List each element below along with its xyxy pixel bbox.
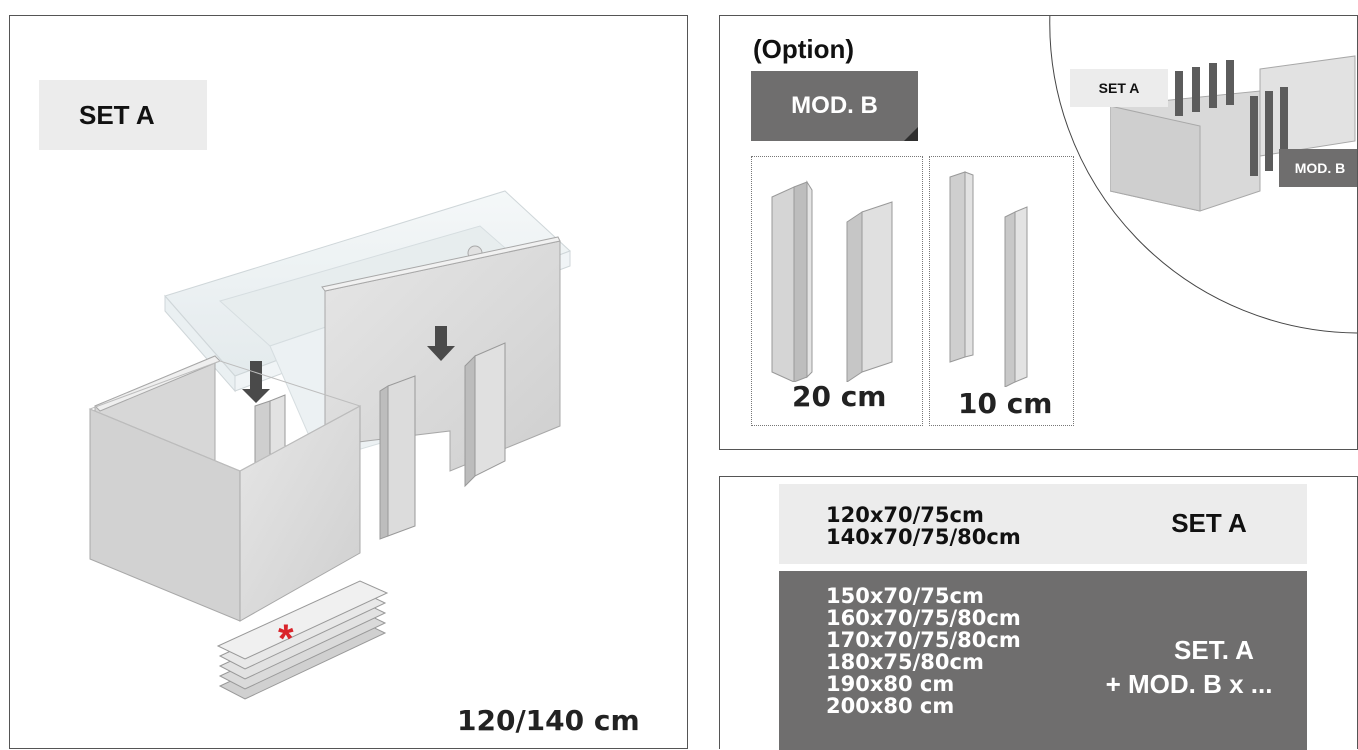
size-list: 120x70/75cm 140x70/75/80cm <box>826 504 1021 548</box>
module-10cm-card: 10 cm <box>929 156 1074 426</box>
front-left-panel <box>88 360 362 622</box>
size-row-set-a-mod-b: 150x70/75cm 160x70/75/80cm 170x70/75/80c… <box>779 571 1307 750</box>
module-20cm-card: 20 cm <box>751 156 923 426</box>
size-item: 170x70/75/80cm <box>826 628 1021 652</box>
module-10cm-size: 10 cm <box>958 387 1053 420</box>
size-item: 190x80 cm <box>826 672 955 696</box>
inset-mod-b-label: MOD. B <box>1294 160 1346 176</box>
mod-b-label-box: MOD. B <box>751 71 918 141</box>
size-item: 200x80 cm <box>826 694 955 718</box>
set-a-label-box: SET A <box>39 80 207 150</box>
module-10cm-illustration <box>949 171 1028 387</box>
set-assignment: SET. A + MOD. B x ... <box>1079 633 1299 701</box>
floor-boards-stack <box>216 580 389 700</box>
set-assignment-line: SET. A <box>1174 635 1254 665</box>
set-assignment: SET A <box>1119 508 1299 539</box>
option-panel: (Option) MOD. B 20 cm 10 cm <box>719 15 1358 450</box>
bathtub-assembly-illustration <box>88 190 571 700</box>
set-a-label: SET A <box>79 99 155 130</box>
red-asterisk-marker: * <box>278 617 294 661</box>
inset-assembly-illustration <box>1110 55 1356 212</box>
option-label: (Option) <box>753 34 855 64</box>
size-list: 150x70/75cm 160x70/75/80cm 170x70/75/80c… <box>826 585 1021 717</box>
size-table-panel: 120x70/75cm 140x70/75/80cm SET A 150x70/… <box>719 476 1358 750</box>
size-item: 160x70/75/80cm <box>826 606 1021 630</box>
size-item: 180x75/80cm <box>826 650 984 674</box>
corner-triangle-icon <box>904 127 918 141</box>
size-item: 140x70/75/80cm <box>826 525 1021 549</box>
size-item: 150x70/75cm <box>826 584 984 608</box>
size-item: 120x70/75cm <box>826 503 984 527</box>
down-arrow-icon <box>427 326 455 361</box>
inset-set-a-label: SET A <box>1098 80 1140 96</box>
module-strip-right <box>464 342 506 488</box>
size-row-set-a: 120x70/75cm 140x70/75/80cm SET A <box>779 484 1307 564</box>
inset-set-a-label-box: SET A <box>1070 69 1168 107</box>
module-strip-center <box>379 375 416 540</box>
down-arrow-icon <box>242 361 270 403</box>
inset-circle-outline <box>1049 16 1357 334</box>
module-20cm-illustration <box>771 180 893 382</box>
mod-b-label: MOD. B <box>791 92 878 119</box>
inset-mod-b-label-box: MOD. B <box>1279 149 1357 187</box>
module-20cm-size: 20 cm <box>792 380 887 413</box>
set-assignment-line: SET A <box>1171 508 1247 538</box>
set-a-panel: SET A <box>9 15 688 749</box>
tub-size-label: 120/140 cm <box>457 704 640 737</box>
set-assignment-line: + MOD. B x ... <box>1105 669 1273 699</box>
